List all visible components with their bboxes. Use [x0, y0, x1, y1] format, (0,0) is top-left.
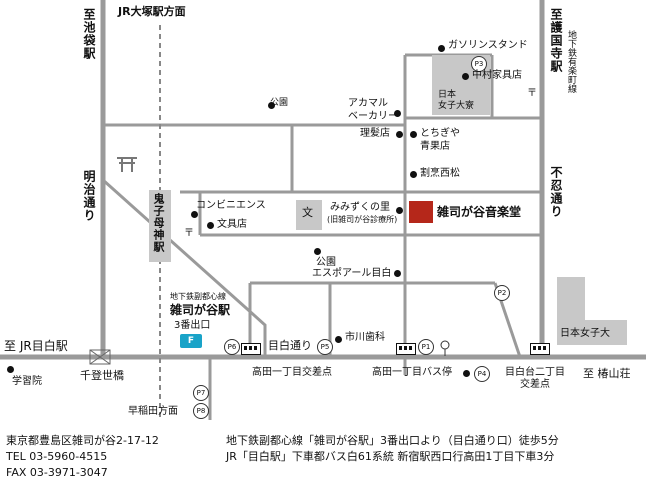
takada-bus-dot — [463, 370, 470, 377]
mejiro2-intersection-label: 目白台二丁目 交差点 — [505, 367, 565, 390]
footer-fax: FAX 03-3971-3047 — [6, 466, 108, 479]
gas-station-dot — [438, 45, 445, 52]
footer-access-subway: 地下鉄副都心線「雑司が谷駅」3番出口より（目白通り口）徒歩5分 — [226, 434, 559, 447]
ichikawa-dot — [335, 336, 342, 343]
footer-access-bus: JR「目白駅」下車都バス白61系統 新宿駅西口行高田1丁目下車3分 — [226, 450, 555, 463]
signal-icon — [440, 340, 450, 350]
road-meiji-label: 明治通り — [82, 170, 96, 222]
bus-stop-icon-2 — [396, 343, 416, 355]
park2-label: 公園 — [316, 257, 336, 268]
marker-p7: P7 — [193, 385, 209, 401]
venue-marker — [409, 201, 433, 223]
road-mejiro-label: 目白通り — [268, 339, 312, 352]
post-office-icon: 〒 — [527, 88, 537, 99]
exit3-label: 3番出口 — [174, 320, 211, 331]
marker-p4: P4 — [474, 366, 490, 382]
park2-dot — [314, 248, 321, 255]
barber-dot — [396, 131, 403, 138]
ichikawa-label: 市川歯科 — [345, 332, 385, 343]
acamaru-label: アカマル ベーカリー — [348, 98, 398, 122]
japan-womens-univ-label: 日本女子大 — [560, 328, 610, 339]
gakushuin-dot — [7, 366, 14, 373]
gas-station-label: ガソリンスタンド — [448, 40, 528, 51]
tochigiya-dot — [410, 131, 417, 138]
japan-womens-univ-building-wing — [557, 320, 627, 345]
tochigiya-label: とちぎや 青果店 — [420, 128, 460, 152]
convenience-label: コンビニエンス — [196, 200, 266, 211]
mimizuku-sub: (旧雑司が谷診療所) — [327, 215, 398, 224]
shrine-icon — [117, 157, 137, 172]
park1-label: 公園 — [270, 98, 289, 108]
convenience-dot — [191, 211, 198, 218]
chitose-bridge-label: 千登世橋 — [80, 369, 124, 382]
mimizuku-dot — [396, 207, 403, 214]
marker-p6: P6 — [224, 339, 240, 355]
dir-jr-mejiro: 至 JR目白駅 — [4, 339, 68, 353]
marker-p8: P8 — [193, 403, 209, 419]
stationery-dot — [207, 222, 214, 229]
acamaru-dot — [394, 110, 401, 117]
subway-icon: F — [180, 334, 202, 348]
stationery-label: 文具店 — [217, 219, 247, 230]
furniture-dot — [462, 73, 469, 80]
road-shinobazu-label: 不忍通り — [549, 166, 563, 218]
dir-waseda: 早稲田方面 — [128, 406, 178, 417]
venue-label: 雑司が谷音楽堂 — [437, 205, 522, 219]
kishimojin-station-label: 鬼子母神駅 — [152, 193, 165, 253]
kappo-label: 割烹西松 — [420, 168, 460, 179]
japan-womens-dorm-label: 日本 女子大寮 — [438, 90, 475, 111]
bridge-marker — [89, 349, 111, 365]
post-office-icon-2: 〒 — [184, 228, 194, 239]
mimizuku-label: みみずくの里 — [330, 202, 390, 213]
kishimojin-station-box — [149, 190, 171, 262]
kappo-dot — [410, 171, 417, 178]
bus-stop-icon-1 — [241, 343, 261, 355]
dir-gokokuji: 至護国寺駅 — [549, 8, 563, 73]
marker-p5: P5 — [317, 339, 333, 355]
subway-fukutoshin-label: 地下鉄副都心線 — [170, 292, 226, 301]
footer-tel: TEL 03-5960-4515 — [6, 450, 108, 463]
subway-yurakucho: 地下鉄有楽町線 — [566, 30, 576, 93]
takada-intersection-label: 高田一丁目交差点 — [252, 367, 332, 378]
gakushuin-label: 学習院 — [12, 376, 42, 387]
dir-chinzanso: 至 椿山荘 — [583, 367, 631, 380]
furniture-label: 中村家具店 — [472, 70, 522, 81]
marker-p1: P1 — [418, 339, 434, 355]
barber-label: 理髪店 — [360, 128, 390, 139]
school-symbol: 文 — [302, 206, 313, 219]
takada-bus-label: 高田一丁目バス停 — [372, 367, 452, 378]
zoshigaya-station-label: 雑司が谷駅 — [170, 303, 231, 317]
dir-otsuka: JR大塚駅方面 — [118, 5, 186, 18]
marker-p3: P3 — [471, 56, 487, 72]
park1-dot — [268, 102, 275, 109]
espoir-label: エスポアール目白 — [312, 268, 392, 279]
marker-p2: P2 — [494, 285, 510, 301]
dir-ikebukuro: 至池袋駅 — [82, 8, 96, 60]
espoir-dot — [394, 270, 401, 277]
bus-stop-icon-3 — [530, 343, 550, 355]
footer-address: 東京都豊島区雑司が谷2-17-12 — [6, 434, 159, 447]
school-building — [296, 200, 322, 230]
